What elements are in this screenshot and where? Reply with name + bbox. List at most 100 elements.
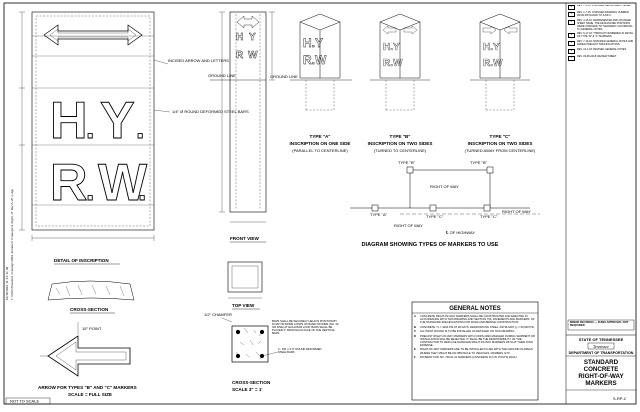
detail-title: DETAIL OF INSCRIPTION (54, 258, 109, 263)
top-outline (227, 261, 263, 293)
letter-r: R (50, 154, 88, 212)
diagram-type-a: TYPE "A" (370, 212, 388, 217)
incised-label: INCISED ARROW AND LETTERS (168, 58, 229, 63)
file-stamp-path: T:\CADD\Standard Drawings\2018 Standard … (11, 188, 14, 300)
type-c-sub: INSCRIPTION ON TWO SIDES (468, 141, 533, 146)
note-code: C (414, 330, 416, 334)
tdot-logo-text: Tennessee (593, 344, 609, 349)
cross-section-small: CROSS-SECTION (47, 280, 135, 314)
diagram-type-c-1: TYPE "C" (426, 214, 444, 219)
section-outline (231, 325, 269, 363)
type-a-title: TYPE "A" (310, 134, 331, 139)
note-text: CONCRETE: f'c = 4000 PSI AT 28 DAYS. REI… (420, 325, 535, 329)
front-view: GROUND LINE H Y R W FRONT VIEW (208, 11, 275, 243)
diagram-title: DIAGRAM SHOWING TYPES OF MARKERS TO USE (362, 242, 499, 248)
top-view: TOP VIEW (227, 261, 263, 310)
letter-w: W (98, 154, 148, 212)
state-label: STATE OF TENNESSEE (579, 337, 624, 342)
type-a-ground-label: GROUND LINE (270, 74, 298, 79)
front-post (229, 11, 267, 213)
type-c-title: TYPE "C" (490, 134, 511, 139)
title-line-3: RIGHT-OF-WAY (578, 373, 624, 380)
sheet-number: S-RP-2 (613, 396, 627, 401)
dot-4: . (138, 174, 146, 207)
file-stamp: 10/10/2018 11:13:44 AM T:\CADD\Standard … (6, 188, 14, 300)
revision-note-box (567, 319, 635, 331)
note-item: C ALL PRINT ROUND IS TO BE INSTALLED AS D… (414, 330, 536, 333)
letter-y: Y (100, 92, 135, 150)
arrow-full-size: 15° POINT ARROW FOR TYPES "B" AND "C" MA… (38, 322, 137, 397)
type-a-sub: INSCRIPTION ON ONE SIDE (289, 141, 350, 146)
top-view-title: TOP VIEW (232, 303, 255, 308)
section-title: CROSS-SECTION (232, 380, 271, 385)
steel-bar-label: 1/4" Ø ROUND DEFORMED STEEL BARS (172, 109, 249, 114)
general-notes: GENERAL NOTES (411, 301, 539, 401)
cross-section-shape (47, 280, 135, 301)
type-captions: TYPE "A" INSCRIPTION ON ONE SIDE (PARALL… (289, 134, 536, 153)
diagram-row-label-3: RIGHT OF WAY (394, 223, 423, 228)
section-scale: SCALE 3" = 1' (232, 387, 262, 392)
title-block: MINOR REVISION — FHWA APPROVAL NOT REQUI… (566, 319, 636, 401)
marker-type-a: H.Y R.W GROUND LINE (270, 13, 352, 111)
note-text: PRECAST RIGHT-OF-WAY MARKERS WITH VOIDS … (420, 334, 535, 347)
dot-1: . (86, 112, 94, 145)
note-item: F PAYMENT FOR NO. 706-01.01 MARKERS (CONC… (414, 356, 536, 359)
diagram-type-b-2: TYPE "B" (470, 160, 488, 165)
front-letter-w: W (248, 50, 258, 61)
inscription-outline (31, 11, 155, 231)
revision-text: REV. 7-19-18: MODIFIED GENERAL NOTES AND… (577, 40, 634, 47)
type-a-letters-1: H.Y (303, 36, 323, 50)
front-view-title: FRONT VIEW (230, 236, 260, 241)
type-c-letters-2: R.W (483, 58, 503, 69)
section-note-1: BARS SHALL BE SECURELY HELD IN POSITION … (272, 320, 338, 335)
note-text: RIGHT-OF-WAY MARKERS ARE TO BE INSTALLED… (420, 348, 533, 355)
type-a-letters-2: R.W (303, 53, 327, 67)
dept-label: DEPARTMENT OF TRANSPORTATION (569, 351, 634, 355)
top-inner (231, 265, 259, 289)
note-text: ALL PRINT ROUND IS TO BE INSTALLED AS DE… (420, 330, 516, 334)
cross-section-large: 1/2" CHAMFER BARS SHALL BE SECURELY HELD… (204, 312, 338, 392)
type-c-letters-1: H.Y (483, 42, 500, 53)
front-letter-r: R (236, 50, 244, 61)
front-letter-y: Y (249, 32, 256, 43)
revision-text: REV. 1-7-15: CHANGED DRAWING NUMBER FROM… (577, 11, 629, 17)
front-letter-h: H (236, 32, 243, 43)
revision-note: MINOR REVISION — FHWA APPROVAL NOT REQUI… (570, 321, 629, 327)
arrow-scale: SCALE = FULL SIZE (68, 392, 112, 397)
inscription-inner-line (35, 15, 151, 227)
revision-number: 2 (568, 12, 575, 17)
letter-h: H (50, 92, 88, 150)
note-code: E (414, 348, 416, 352)
note-code: B (414, 325, 416, 329)
revision-text: REV. 5-17-18: THROUGH NUMBERED IN DETAIL… (577, 32, 634, 39)
types-diagram: TYPE "A" TYPE "C" TYPE "C" TYPE "B" TYPE… (350, 160, 540, 248)
revision-number: 7 (568, 56, 575, 62)
arrow-title: ARROW FOR TYPES "B" AND "C" MARKERS (38, 385, 137, 390)
note-code: A (414, 315, 416, 318)
type-b-title: TYPE "B" (390, 134, 411, 139)
note-item: E RIGHT-OF-WAY MARKERS ARE TO BE INSTALLE… (414, 348, 536, 354)
marker-type-b: H.Y R.W (370, 13, 430, 111)
diagram-row-label: RIGHT OF WAY (430, 184, 459, 189)
revision-number: 1 (568, 5, 575, 10)
revision-text: REV. 09-08-2018: REVIEW SHEET. (577, 55, 617, 59)
diagram-hwy-label: ℄ OF HIGHWAY (445, 230, 475, 235)
revision-number: 4 (568, 33, 575, 39)
note-text: PAYMENT FOR NO. 706-01.01 MARKERS (CONCR… (420, 355, 517, 359)
revision-text: REV. 4-15-16: REPRESENTED AND CHANGED SH… (577, 18, 633, 31)
arrow-left-icon (47, 335, 131, 377)
note-item: B CONCRETE: f'c = 4000 PSI AT 28 DAYS. RE… (414, 326, 536, 329)
revision-number: 6 (568, 49, 575, 55)
tdot-logo (587, 342, 615, 350)
note-code: F (414, 355, 416, 359)
revision-text: REV. 10-1-18: REVISED GENERAL NOTES. (577, 48, 627, 52)
